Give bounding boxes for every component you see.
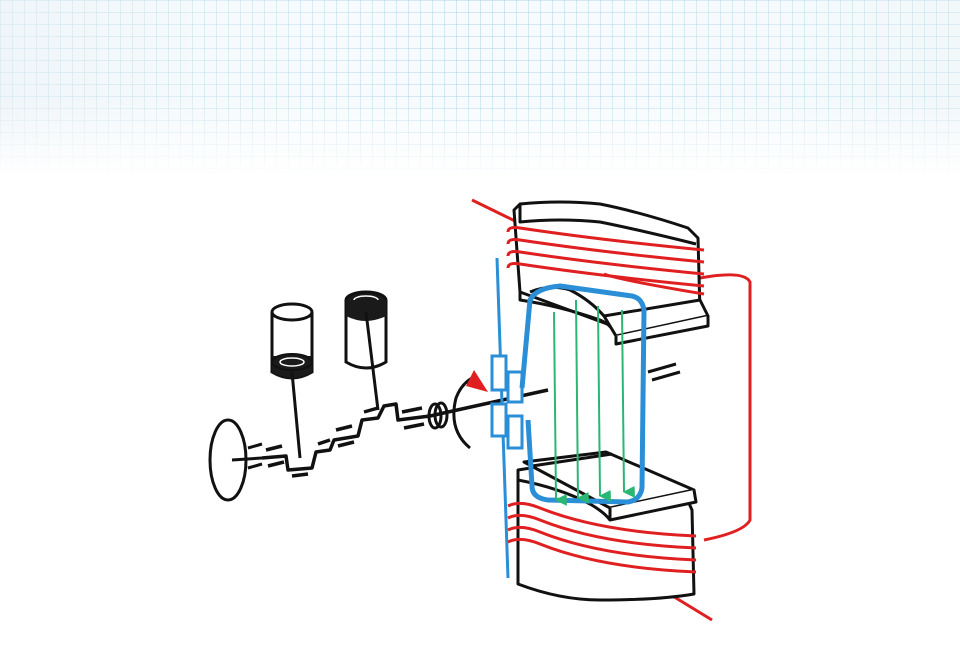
bearing-icon [647,362,681,382]
pole-piece-icon [516,450,698,602]
piston-cylinder-icon [344,290,388,411]
rotation-arrow-icon [452,370,488,450]
armature-loop-icon [519,283,647,505]
crankshaft-icon [261,388,549,478]
field-winding-icon [507,501,697,574]
field-winding-icon [506,226,705,296]
graph-paper-background [0,0,960,178]
magnetic-flux-icon [553,299,635,506]
coupling-icon [427,401,449,430]
flywheel-icon [208,418,263,502]
slip-ring-icon [490,354,524,450]
piston-cylinder-icon [270,302,314,459]
